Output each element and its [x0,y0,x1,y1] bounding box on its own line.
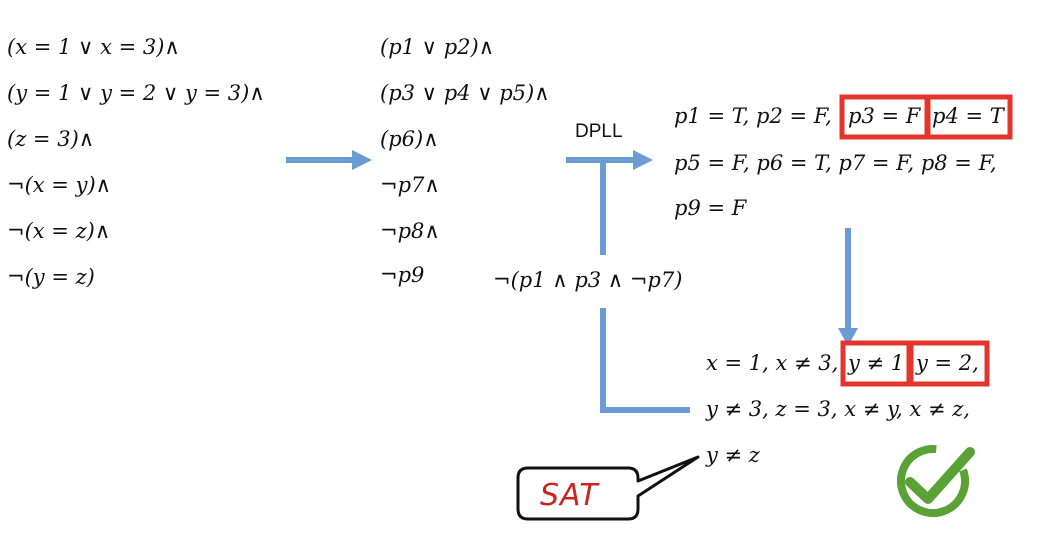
assignment-line-1-prefix: p1 = T, p2 = F, [674,104,832,128]
constraint-line: (z = 3)∧ [7,127,95,151]
highlight-box-p4 [925,94,1013,140]
constraint-line: (x = 1 ∨ x = 3)∧ [7,35,180,59]
boolean-clause: ¬p7∧ [380,173,440,197]
highlight-box-y-eq-2 [908,340,990,387]
constraint-line: ¬(y = z) [7,265,95,289]
theory-y-eq-2: y = 2, [916,351,979,375]
boolean-clause: (p1 ∨ p2)∧ [380,35,495,59]
theory-line-3: y ≠ z [706,443,760,467]
learned-clause: ¬(p1 ∧ p3 ∧ ¬p7) [493,268,683,292]
assignment-line-3: p9 = F [674,196,747,220]
theory-line-1-prefix: x = 1, x ≠ 3, [706,351,839,375]
dpll-label: DPLL [575,121,623,142]
boolean-clause: (p6)∧ [380,127,439,151]
check-icon [897,445,975,517]
theory-line-2: y ≠ 3, z = 3, x ≠ y, x ≠ z, [706,397,970,421]
sat-label: SAT [540,478,600,513]
assignment-p4: p4 = T [932,104,1004,128]
boolean-clause: ¬p9 [380,263,425,287]
assignment-line-2: p5 = F, p6 = T, p7 = F, p8 = F, [674,151,997,175]
assignment-p3: p3 = F [848,104,921,128]
constraint-line: ¬(x = y)∧ [7,173,112,197]
boolean-clause: ¬p8∧ [380,219,440,243]
encode-arrow [286,150,372,170]
constraint-line: ¬(x = z)∧ [7,219,111,243]
constraint-line: (y = 1 ∨ y = 2 ∨ y = 3)∧ [7,81,265,105]
feedback-line [600,160,690,413]
boolean-clause: (p3 ∨ p4 ∨ p5)∧ [380,81,550,105]
sat-speech-bubble [516,455,700,521]
theory-y-neq-1: y ≠ 1 [848,351,905,375]
theory-arrow [838,228,858,346]
